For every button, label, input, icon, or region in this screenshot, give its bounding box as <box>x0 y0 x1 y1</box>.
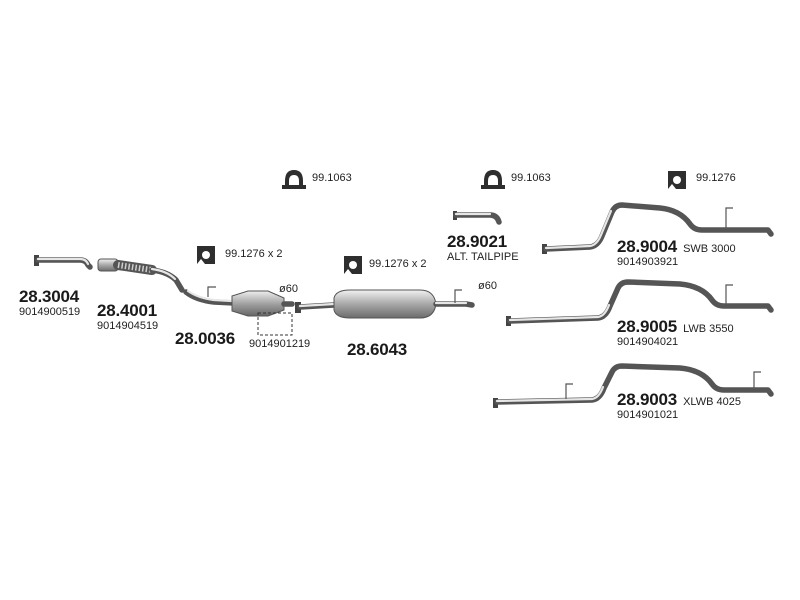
clamp-label: 99.1063 <box>511 172 551 184</box>
variant-label: LWB 3550 <box>683 323 734 335</box>
oem-number: 9014900519 <box>19 306 81 318</box>
exhaust-clamp-icon <box>282 170 306 189</box>
oem-number: 9014901021 <box>617 409 679 421</box>
oem-number: 9014904021 <box>617 336 679 348</box>
alt-tailpipe-28-9021 <box>453 211 502 225</box>
clamp-label: 99.1063 <box>312 172 352 184</box>
rear-muffler-28-6043 <box>295 289 475 319</box>
tailpipe-28-9003 <box>493 363 774 408</box>
mount-label: 99.1276 x 2 <box>225 248 283 260</box>
tailpipe-28-9005 <box>506 279 774 326</box>
part-number: 28.6043 <box>347 340 408 359</box>
mount-label: 99.1276 x 2 <box>369 258 427 270</box>
rubber-mount-icon <box>344 256 362 274</box>
mount-label: 99.1276 <box>696 172 736 184</box>
part-note: ALT. TAILPIPE <box>447 251 519 263</box>
oem-number: 9014901219 <box>249 338 311 350</box>
part-number: 28.4001 <box>97 301 158 320</box>
oem-number: 9014904519 <box>97 320 159 332</box>
part-number: 28.3004 <box>19 287 80 306</box>
oem-number: 9014903921 <box>617 256 679 268</box>
flex-pipe-28-4001 <box>97 258 185 293</box>
catalytic-converter-28-0036 <box>183 286 295 336</box>
part-number: 28.9021 <box>447 232 508 251</box>
variant-label: XLWB 4025 <box>683 396 741 408</box>
diameter-label: ø60 <box>478 280 497 292</box>
part-number: 28.0036 <box>175 329 236 348</box>
tailpipe-28-9004 <box>542 202 774 254</box>
variant-label: SWB 3000 <box>683 243 736 255</box>
rubber-mount-icon <box>197 246 215 264</box>
front-pipe-28-3004 <box>34 255 93 270</box>
diameter-label: ø60 <box>279 283 298 295</box>
exhaust-clamp-icon <box>481 170 505 189</box>
rubber-mount-icon <box>668 171 686 189</box>
